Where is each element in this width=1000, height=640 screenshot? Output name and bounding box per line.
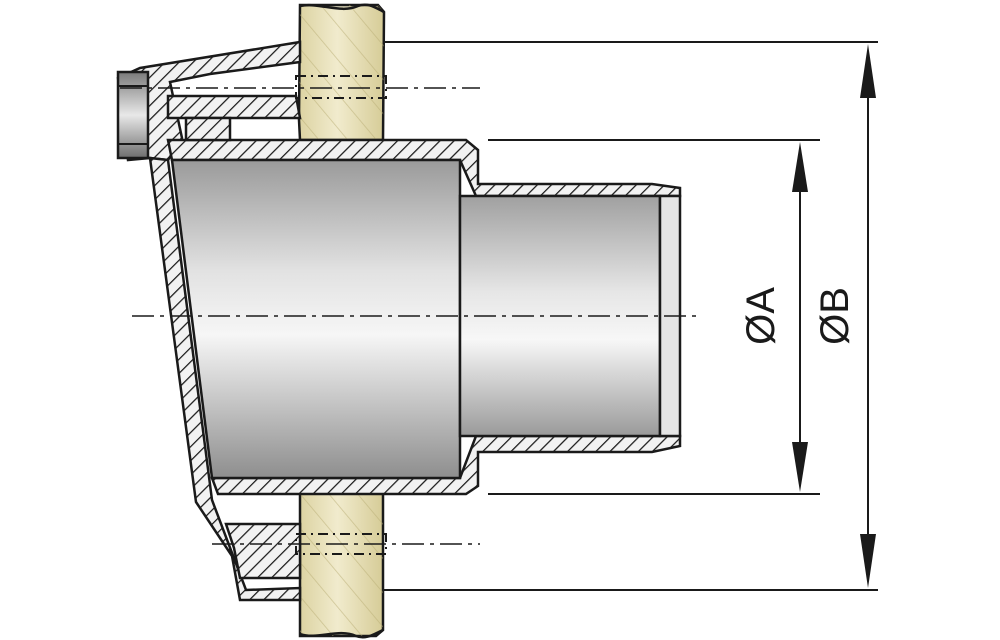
bolt-shank-bottom xyxy=(295,533,387,555)
dimension-a-label: ØA xyxy=(739,287,783,345)
center-lines xyxy=(120,87,700,545)
bolt-head-top xyxy=(116,70,150,160)
hull-panel-top xyxy=(297,3,386,142)
dimension-a xyxy=(792,142,808,492)
dimension-b-label: ØB xyxy=(813,287,857,345)
bolt-shank-top xyxy=(295,75,387,99)
dimension-b xyxy=(860,44,876,588)
extension-lines xyxy=(384,41,878,591)
outer-flange xyxy=(116,40,302,602)
retaining-nut-top xyxy=(166,94,302,142)
hull-panel-bottom xyxy=(298,491,385,639)
conical-body xyxy=(170,158,462,480)
